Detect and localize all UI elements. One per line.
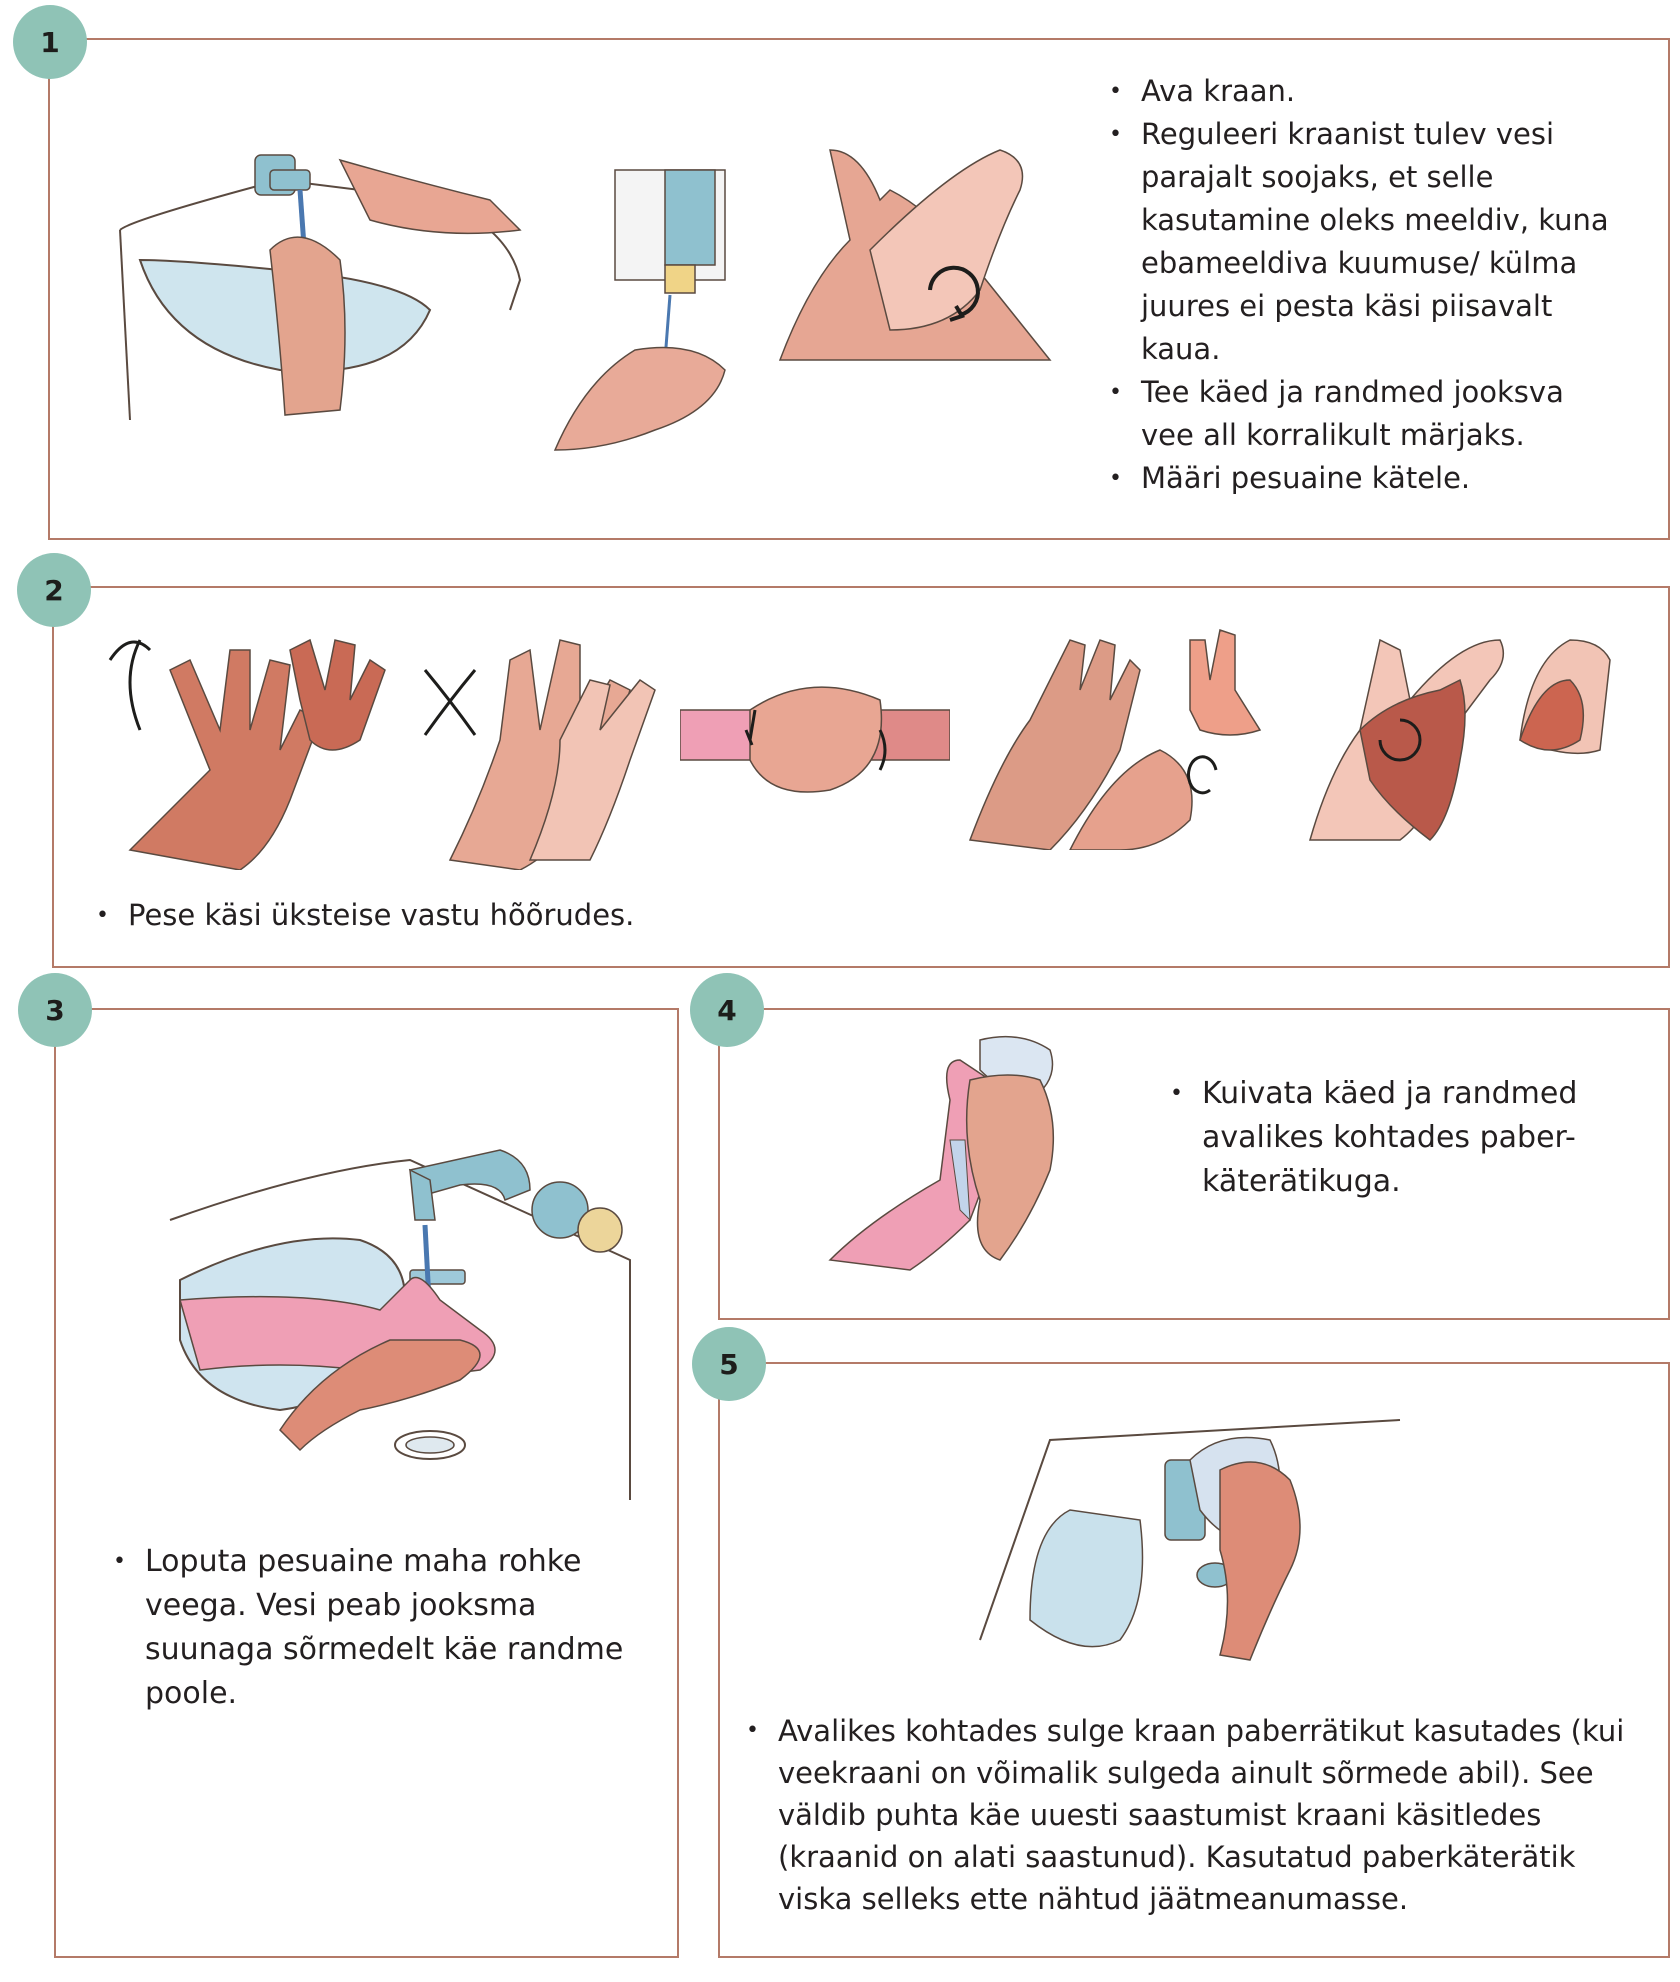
- soap-dispenser-illustration: [545, 160, 745, 460]
- clasped-fingers-illustration: [680, 670, 950, 810]
- rubbing-palms-illustration: [1300, 620, 1630, 850]
- step-1-instructions: Ava kraan. Reguleeri kraanist tulev vesi…: [1103, 70, 1623, 500]
- rubbing-backs-of-hands-illustration: [100, 620, 420, 870]
- step-1-bullet: Ava kraan.: [1103, 70, 1623, 113]
- circular-arrow-icon: [928, 265, 980, 322]
- circular-arrow-icon: [108, 639, 152, 731]
- step-3-bullet: Loputa pesuaine maha rohke veega. Vesi p…: [107, 1540, 627, 1716]
- step-1-badge: 1: [13, 5, 87, 79]
- step-1-bullet: Tee käed ja randmed jooksva vee all korr…: [1103, 371, 1623, 457]
- circular-arrow-icon: [1187, 755, 1218, 795]
- step-4-instructions: Kuivata käed ja randmed avalikes kohtade…: [1164, 1072, 1584, 1204]
- step-4-bullet: Kuivata käed ja randmed avalikes kohtade…: [1164, 1072, 1584, 1204]
- step-5-bullet: Avalikes kohtades sulge kraan paberrätik…: [740, 1710, 1640, 1920]
- step-2-instructions: Pese käsi üksteise vastu hõõrudes.: [90, 894, 990, 937]
- drying-hands-paper-towel-illustration: [790, 1020, 1080, 1280]
- step-1-bullet: Reguleeri kraanist tulev vesi parajalt s…: [1103, 113, 1623, 371]
- applying-soap-hands-illustration: [770, 130, 1070, 370]
- rotating-thumb-illustration: [960, 620, 1280, 850]
- step-5-badge: 5: [692, 1327, 766, 1401]
- step-2-badge: 2: [17, 553, 91, 627]
- closing-tap-with-paper-towel-illustration: [970, 1400, 1410, 1670]
- cross-arrows-illustration: [420, 660, 480, 740]
- step-5-instructions: Avalikes kohtades sulge kraan paberrätik…: [740, 1710, 1640, 1920]
- step-3-badge: 3: [18, 973, 92, 1047]
- circular-arrow-icon: [1378, 718, 1422, 762]
- step-2-bullet: Pese käsi üksteise vastu hõõrudes.: [90, 894, 990, 937]
- step-3-instructions: Loputa pesuaine maha rohke veega. Vesi p…: [107, 1540, 627, 1716]
- step-4-badge: 4: [690, 973, 764, 1047]
- rinsing-hands-illustration: [160, 1100, 640, 1500]
- cross-arrows-icon: [423, 669, 477, 736]
- interlaced-fingers-illustration: [440, 620, 670, 870]
- step-1-bullet: Määri pesuaine kätele.: [1103, 457, 1623, 500]
- sink-wetting-hands-illustration: [110, 110, 530, 440]
